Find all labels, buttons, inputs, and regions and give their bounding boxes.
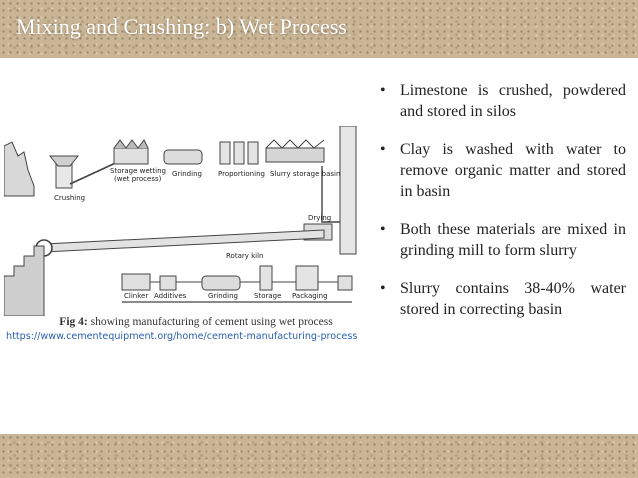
bullet-dot-icon: • [380, 82, 386, 99]
label-slurry-storage-basin: Slurry storage basin [270, 170, 340, 178]
label-clinker: Clinker [124, 292, 148, 300]
truck-shape [337, 275, 353, 291]
label-drying: Drying [308, 214, 331, 222]
label-storage-wetting: Storage wetting [110, 167, 166, 175]
slurry-basin-shape [265, 147, 325, 163]
proportioning-silo-2 [233, 141, 245, 165]
bullet-text: Clay is washed with water to remove orga… [400, 141, 626, 200]
process-diagram-svg: Crushing Storage wetting (wet process) G… [4, 126, 357, 316]
caption-text: showing manufacturing of cement using we… [87, 316, 333, 328]
label-packaging: Packaging [292, 292, 328, 300]
chimney-shape [339, 126, 357, 255]
label-crushing: Crushing [54, 194, 85, 202]
label-proportioning: Proportioning [218, 170, 265, 178]
label-additives: Additives [154, 292, 187, 300]
slide-title: Mixing and Crushing: b) Wet Process [16, 14, 347, 39]
clinker-cooler-shape [4, 245, 45, 316]
label-wet-process: (wet process) [114, 175, 162, 183]
clinker-storage-shape [121, 273, 151, 291]
bullet-text: Slurry contains 38-40% water stored in c… [400, 280, 626, 318]
bullet-item: • Both these materials are mixed in grind… [380, 219, 626, 261]
label-storage: Storage [254, 292, 281, 300]
packaging-shape [295, 265, 319, 291]
quarry-shape [4, 141, 35, 197]
crusher-shape [55, 163, 73, 189]
grinding-mill-shape [163, 149, 203, 165]
title-band: Mixing and Crushing: b) Wet Process [0, 0, 638, 58]
proportioning-silo-1 [219, 141, 231, 165]
bullet-dot-icon: • [380, 280, 386, 297]
bullet-text: Both these materials are mixed in grindi… [400, 221, 626, 259]
bullet-text: Limestone is crushed, powdered and store… [400, 82, 626, 120]
footer-band [0, 434, 638, 478]
source-link[interactable]: https://www.cementequipment.org/home/cem… [6, 331, 358, 342]
process-diagram: Crushing Storage wetting (wet process) G… [4, 126, 366, 316]
caption-prefix: Fig 4: [59, 316, 88, 328]
additives-shape [159, 275, 177, 291]
bullet-dot-icon: • [380, 141, 386, 158]
bullet-list: • Limestone is crushed, powdered and stor… [380, 80, 626, 337]
storage-wetting-shape [113, 147, 149, 165]
bullet-item: • Clay is washed with water to remove org… [380, 139, 626, 202]
bullet-item: • Limestone is crushed, powdered and stor… [380, 80, 626, 122]
rotary-kiln-shape [43, 229, 325, 253]
figure-caption: Fig 4: showing manufacturing of cement u… [0, 315, 392, 329]
proportioning-silo-3 [247, 141, 259, 165]
label-rotary-kiln: Rotary kiln [226, 252, 264, 260]
label-grinding-bottom: Grinding [208, 292, 238, 300]
cement-storage-shape [259, 265, 273, 291]
final-grinding-shape [201, 275, 241, 291]
bullet-dot-icon: • [380, 221, 386, 238]
label-grinding-top: Grinding [172, 170, 202, 178]
bullet-item: • Slurry contains 38-40% water stored in … [380, 278, 626, 320]
